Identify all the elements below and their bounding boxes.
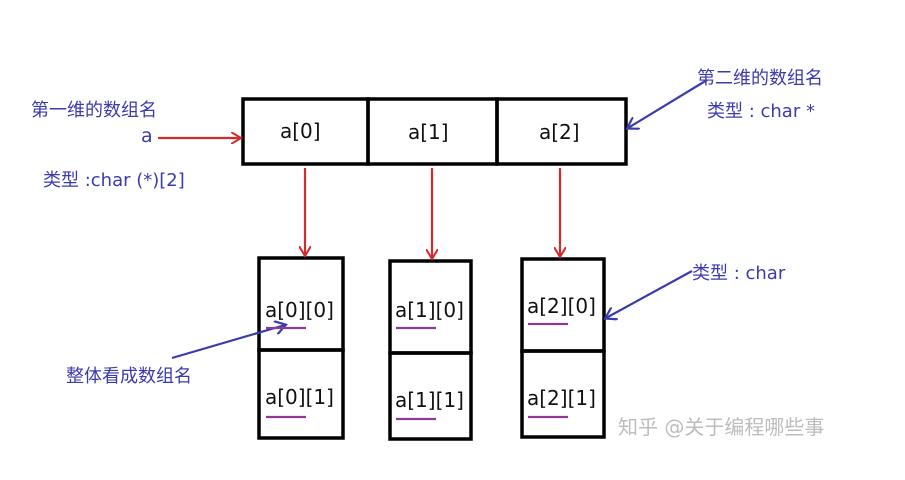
top-row-array (241, 97, 628, 166)
top-label-2: a[2] (539, 120, 580, 144)
dim1-var-label: a (141, 125, 153, 147)
whole-array-label: 整体看成数组名 (66, 366, 192, 387)
arrow-whole (171, 325, 285, 360)
elem-a20: a[2][0] (527, 294, 596, 318)
elem-a11: a[1][1] (395, 388, 464, 412)
dim1-name-label: 第一维的数组名 (31, 100, 157, 121)
top-label-0: a[0] (280, 119, 321, 143)
dim1-type-label: 类型 :char (*)[2] (43, 170, 185, 191)
top-label-1: a[1] (408, 120, 449, 144)
col0-cell-1 (257, 348, 345, 440)
elem-a10: a[1][0] (395, 298, 464, 322)
top-cell-2 (495, 97, 628, 166)
watermark-text: 知乎 @关于编程哪些事 (618, 415, 825, 439)
elem-a01: a[0][1] (265, 385, 334, 409)
elem-type-label: 类型 : char (692, 263, 786, 284)
col1-cell-1 (388, 351, 473, 441)
arrow-dim2-name (628, 79, 708, 128)
dim2-name-label: 第二维的数组名 (697, 68, 823, 89)
col2-cell-1 (520, 349, 606, 439)
elem-a00: a[0][0] (265, 298, 334, 322)
dim2-type-label: 类型 : char * (707, 101, 815, 122)
elem-a21: a[2][1] (527, 386, 596, 410)
arrow-elem-type (606, 270, 693, 318)
